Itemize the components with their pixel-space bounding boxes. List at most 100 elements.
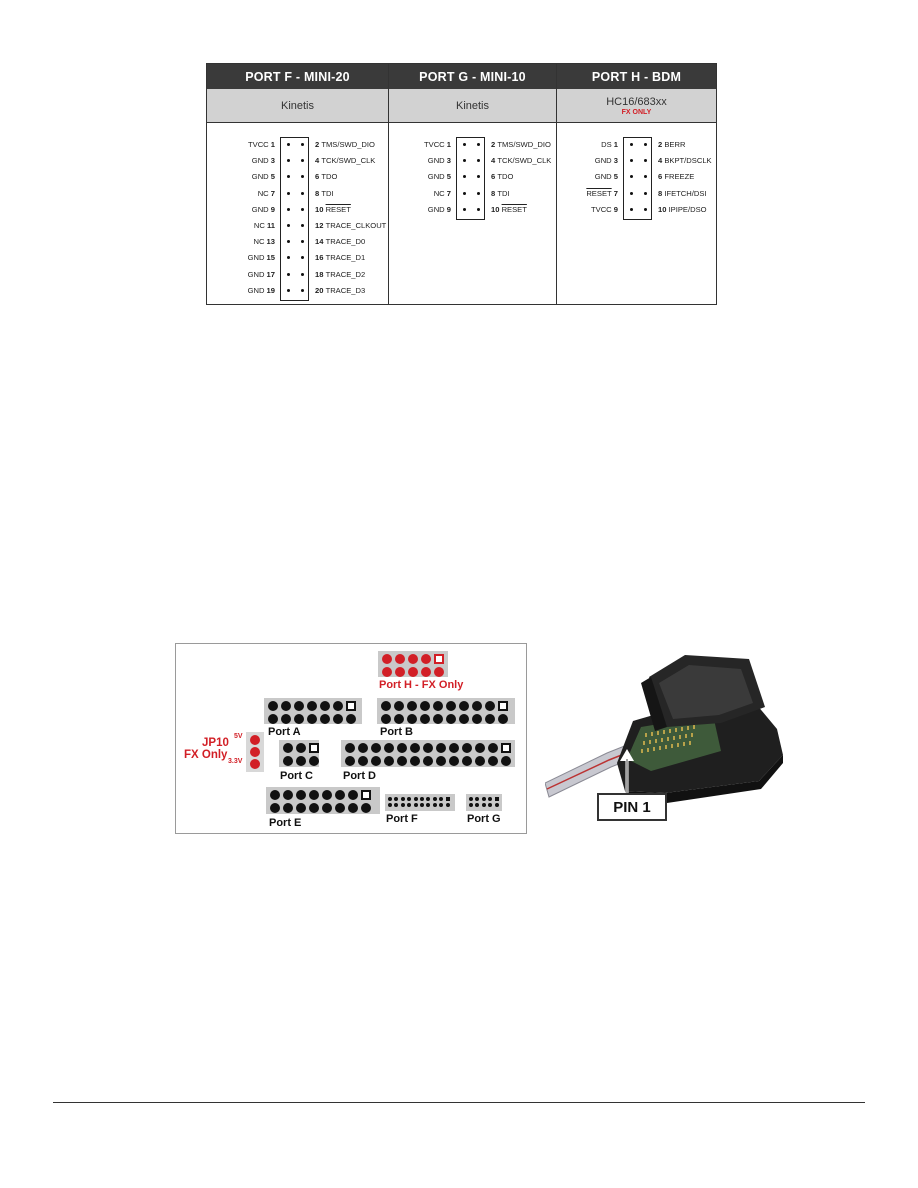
connector-pin [446,714,456,724]
connector-pin [268,701,278,711]
port-g-subtitle: Kinetis [455,99,490,112]
connector-pin [488,797,493,801]
pin-dot [287,224,290,227]
connector-pin [469,803,473,808]
connector-pin [459,714,469,724]
port-h-title: PORT H - BDM [557,64,716,89]
jp10-label: JP10 [202,737,229,749]
port-h-subtitle: HC16/683xx [606,95,667,108]
connector-pin [446,701,456,711]
jp10-3v3-label: 3.3V [228,758,243,765]
pin-dot [301,256,304,260]
connector-pin [407,714,417,724]
jp10-5v-label: 5V [234,733,243,740]
connector-pin [469,797,473,801]
pin-1-callout: PIN 1 [597,793,667,821]
connector-pin [384,756,394,766]
odd-pin-label: NC 7 [433,188,451,198]
even-pin-label: 4 BKPT/DSCLK [658,156,712,166]
pin-row: GND 9 10 RESET [389,202,556,218]
connector-pin [395,654,405,664]
port-f-title: PORT F - MINI-20 [207,64,388,89]
connector-pin [320,701,330,711]
connector-pin [410,756,420,766]
odd-pin-label: TVCC 1 [247,140,275,149]
connector-pin [432,797,437,801]
pin-dot [301,224,304,227]
odd-pin-label: GND 9 [427,204,451,214]
port-f-subtitle-area: Kinetis [207,89,388,123]
port-location-diagram: Port H - FX Only Port A Port B JP10 FX O… [175,643,527,834]
port-h-fx-only-note: FX ONLY [621,108,652,116]
odd-pin-label: GND 5 [594,172,618,182]
pinout-table: PORT F - MINI-20 Kinetis TVCC 1 2 TMS/SWD… [206,63,717,305]
odd-pin-label: NC 7 [257,188,275,198]
connector-pin [294,714,304,724]
connector-pin [423,743,433,753]
connector-pin [394,797,399,801]
connector-pin [394,714,404,724]
connector-pin [420,701,430,711]
pin-row: NC 7 8 TDI [207,186,388,202]
even-pin-label: 10 IPIPE/DSO [658,204,707,214]
connector-pin [281,701,291,711]
pin-dot [301,288,304,292]
even-pin-label: 16 TRACE_D1 [315,253,366,263]
even-pin-label: 10 RESET [315,204,351,214]
connector-pin [400,797,405,801]
connector-pin [501,756,511,766]
pin-dot [463,191,466,195]
port-c-label: Port C [280,770,313,782]
pin-dot [477,159,480,163]
connector-pin [283,743,293,753]
connector-pin [472,714,482,724]
port-a-label: Port A [268,726,301,738]
even-pin-label: 20 TRACE_D3 [315,285,366,295]
pin-dot [301,175,304,179]
connector-pin [462,743,472,753]
connector-pin [307,701,317,711]
connector-pin [309,756,319,766]
connector-pin [421,667,431,677]
connector-pin [436,756,446,766]
pin-dot [287,143,290,146]
odd-pin-label: GND 5 [251,172,275,182]
pin-row: TVCC 1 2 TMS/SWD_DIO [207,137,388,153]
pin-dot [463,207,466,211]
connector-pin [395,667,405,677]
even-pin-label: 6 TDO [315,172,338,182]
connector-pin [397,743,407,753]
connector-pin [426,803,431,808]
connector-pin [371,743,381,753]
even-pin-label: 10 RESET [491,204,527,214]
connector-pin [397,756,407,766]
connector-pin [408,654,418,664]
even-pin-label: 2 TMS/SWD_DIO [315,140,375,149]
pin-dot [301,191,304,195]
even-pin-label: 8 IFETCH/DSI [658,188,707,198]
connector-pin [388,797,392,801]
odd-pin-label: GND 5 [427,172,451,182]
pin-dot [301,272,304,276]
odd-pin-label: TVCC 1 [423,140,451,149]
even-pin-label: 8 TDI [491,188,510,198]
even-pin-label: 8 TDI [315,188,334,198]
port-g-connector [466,794,502,811]
connector-pin [348,803,358,813]
connector-pin [309,803,319,813]
connector-pin [400,803,405,808]
connector-pin [407,701,417,711]
connector-pin [498,714,508,724]
jp10-fx-only-label: FX Only [184,749,228,761]
connector-pin [296,803,306,813]
connector-pin [358,756,368,766]
port-h-label: Port H - FX Only [379,679,464,691]
connector-pin [345,743,355,753]
